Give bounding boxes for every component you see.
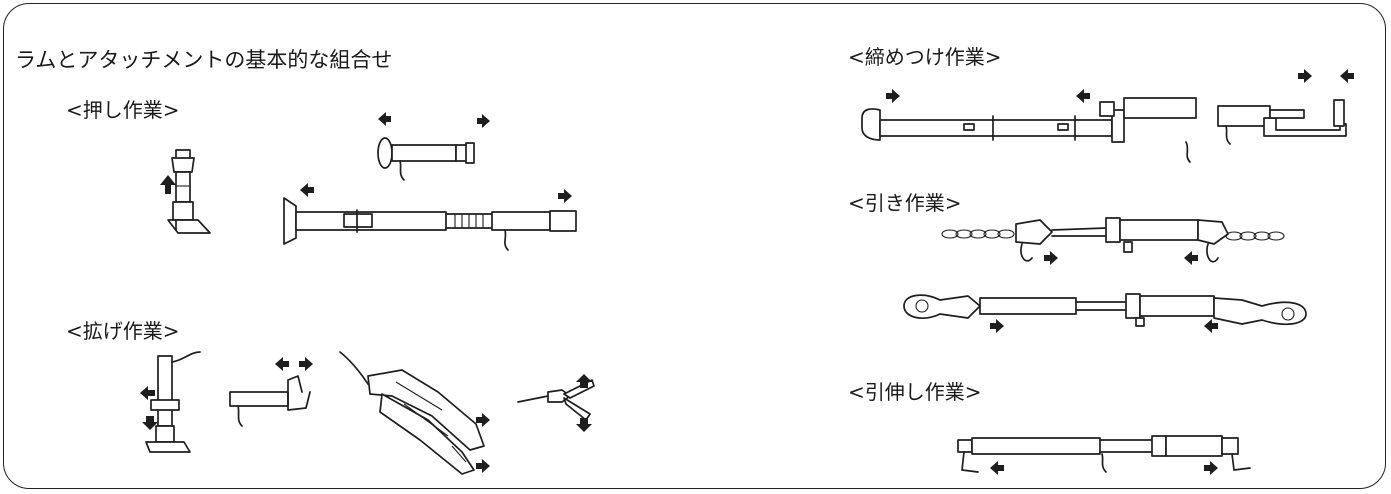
section-label-stretch: <引伸し作業> — [848, 380, 982, 404]
stretch-ram-illustration — [957, 435, 1251, 475]
arrow-left-icon — [140, 386, 155, 400]
arrow-down-icon — [142, 416, 158, 430]
arrow-left-icon — [300, 183, 314, 197]
spread-vertical-ram-illustration — [140, 351, 201, 453]
section-label-clamp: <締めつけ作業> — [848, 45, 1002, 69]
clamp-short-ram-illustration — [1217, 69, 1354, 145]
arrow-right-icon — [558, 189, 572, 203]
arrow-right-icon — [1298, 69, 1312, 83]
arrow-left-icon — [1340, 69, 1354, 83]
arrow-left-icon — [1184, 251, 1198, 265]
arrow-down-icon — [576, 418, 592, 432]
push-long-ram-illustration — [283, 183, 577, 251]
arrow-left-icon — [1204, 319, 1218, 333]
spread-small-spreader-illustration — [517, 374, 595, 432]
arrow-left-icon — [1076, 89, 1090, 103]
push-vertical-ram-illustration — [160, 149, 211, 234]
arrow-right-icon — [299, 357, 313, 371]
section-label-pull: <引き作業> — [848, 191, 962, 215]
arrow-left-icon — [275, 357, 289, 371]
push-small-ram-illustration — [377, 112, 490, 181]
arrow-right-icon — [477, 114, 490, 128]
arrow-right-icon — [990, 319, 1004, 333]
arrow-up-icon — [160, 175, 176, 194]
section-label-spread: <拡げ作業> — [66, 319, 180, 343]
arrow-right-icon — [886, 89, 900, 103]
spread-large-spreader-illustration — [339, 351, 490, 475]
arrow-right-icon — [476, 413, 490, 427]
pull-hook-ram-illustration — [903, 293, 1307, 333]
arrow-right-icon — [1044, 251, 1058, 265]
arrow-left-icon — [378, 112, 391, 126]
arrow-left-icon — [990, 461, 1004, 475]
section-label-push: <押し作業> — [66, 98, 180, 122]
spread-fork-ram-illustration — [229, 357, 313, 427]
arrow-up-icon — [576, 374, 592, 388]
arrow-right-icon — [476, 459, 490, 473]
diagram-frame — [3, 3, 1386, 489]
arrow-right-icon — [1204, 461, 1218, 475]
diagram-title: ラムとアタッチメントの基本的な組合せ — [15, 48, 393, 72]
clamp-long-ram-illustration — [861, 89, 1197, 163]
pull-chain-ram-illustration — [941, 217, 1285, 265]
